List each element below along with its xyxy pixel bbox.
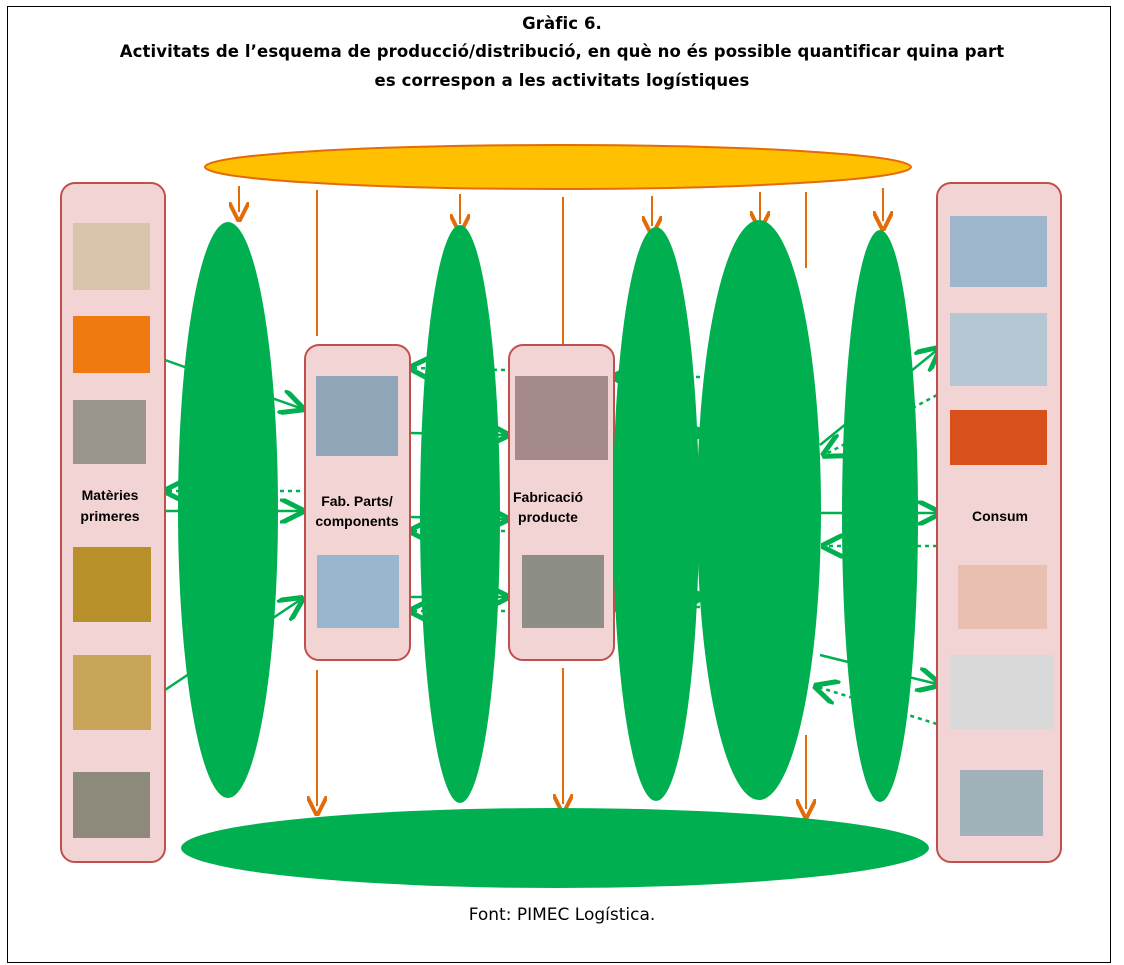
logistics-ovals: [178, 220, 918, 803]
image-silos: [317, 555, 399, 628]
figure-title-number: Gràfic 6.: [522, 14, 602, 33]
image-city: [960, 770, 1043, 836]
image-flour: [73, 223, 150, 290]
oval-5: [842, 230, 918, 802]
box-raw-materials: Matèries primeres: [60, 182, 166, 863]
figure-source: Font: PIMEC Logística.: [468, 905, 656, 925]
image-laptop: [950, 655, 1054, 729]
image-wheat: [73, 655, 151, 730]
parts-label-2: components: [315, 513, 398, 529]
oval-3: [613, 227, 699, 801]
image-sheep: [73, 400, 146, 464]
manufacturing-label-1: Fabricació: [513, 489, 583, 505]
parts-label-1: Fab. Parts/: [321, 493, 393, 509]
image-oranges: [73, 316, 150, 373]
bottom-down-arrows: [317, 668, 806, 809]
top-down-arrows: [239, 186, 883, 345]
top-ellipse: [204, 144, 912, 190]
figure-title-line-2: es correspon a les activitats logístique…: [374, 71, 750, 90]
image-commodities: [73, 547, 151, 622]
image-industrial-park: [522, 555, 604, 628]
box-parts-components: Fab. Parts/ components: [304, 344, 411, 661]
oval-4: [697, 220, 821, 800]
bottom-ellipse: [181, 808, 929, 888]
figure-title-line-1: Activitats de l’esquema de producció/dis…: [119, 42, 1005, 61]
consumption-label: Consum: [972, 508, 1028, 524]
image-supermarket: [950, 313, 1047, 386]
image-cotton: [73, 772, 150, 838]
oval-2: [420, 225, 500, 803]
image-factory: [316, 376, 398, 456]
raw-materials-label-2: primeres: [80, 508, 139, 524]
image-shopper: [958, 565, 1047, 629]
oval-1: [178, 222, 278, 798]
raw-materials-label-1: Matèries: [82, 487, 139, 503]
manufacturing-label-2: producte: [518, 509, 578, 525]
box-consumption: Consum: [936, 182, 1062, 863]
image-building: [950, 216, 1047, 287]
image-vegetables: [950, 410, 1047, 465]
box-manufacturing: Fabricació producte: [508, 344, 615, 661]
image-warehouse: [515, 376, 608, 460]
